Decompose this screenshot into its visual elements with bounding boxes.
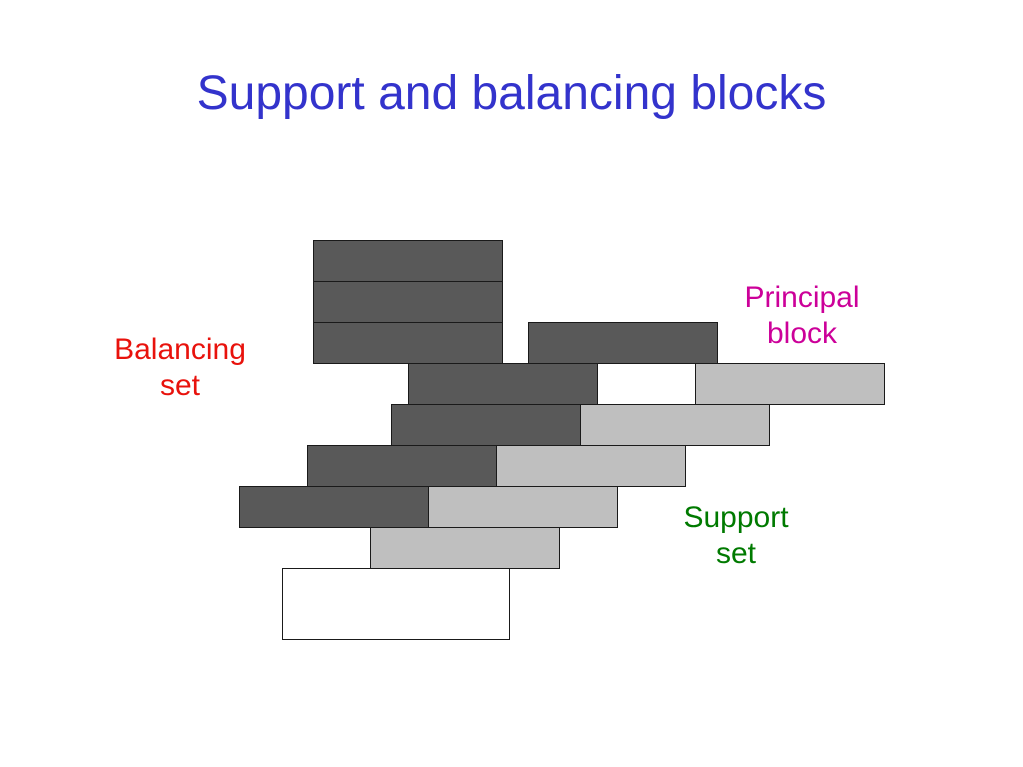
balancing-block (239, 486, 429, 528)
balancing-block (307, 445, 497, 487)
support-set-label: Support set (646, 500, 826, 572)
support-block (370, 527, 560, 569)
principal-block (695, 363, 885, 405)
support-block (580, 404, 770, 446)
balancing-block (408, 363, 598, 405)
slide-title: Support and balancing blocks (196, 67, 827, 120)
support-set-label-line2: set (715, 537, 757, 570)
balancing-set-label: Balancing set (90, 332, 270, 404)
balancing-set-label-line2: set (159, 369, 201, 402)
support-block (428, 486, 618, 528)
principal-block-label: Principal block (712, 280, 892, 352)
balancing-block (313, 281, 503, 323)
principal-block-label-line1: Principal (744, 281, 860, 314)
balancing-block (391, 404, 581, 446)
principal-block-label-line2: block (766, 317, 838, 350)
support-block (496, 445, 686, 487)
base-block (282, 568, 510, 640)
balancing-set-label-line1: Balancing (114, 333, 246, 366)
balancing-block (313, 240, 503, 282)
balancing-block (313, 322, 503, 364)
balancing-block (528, 322, 718, 364)
support-set-label-line1: Support (683, 501, 789, 534)
